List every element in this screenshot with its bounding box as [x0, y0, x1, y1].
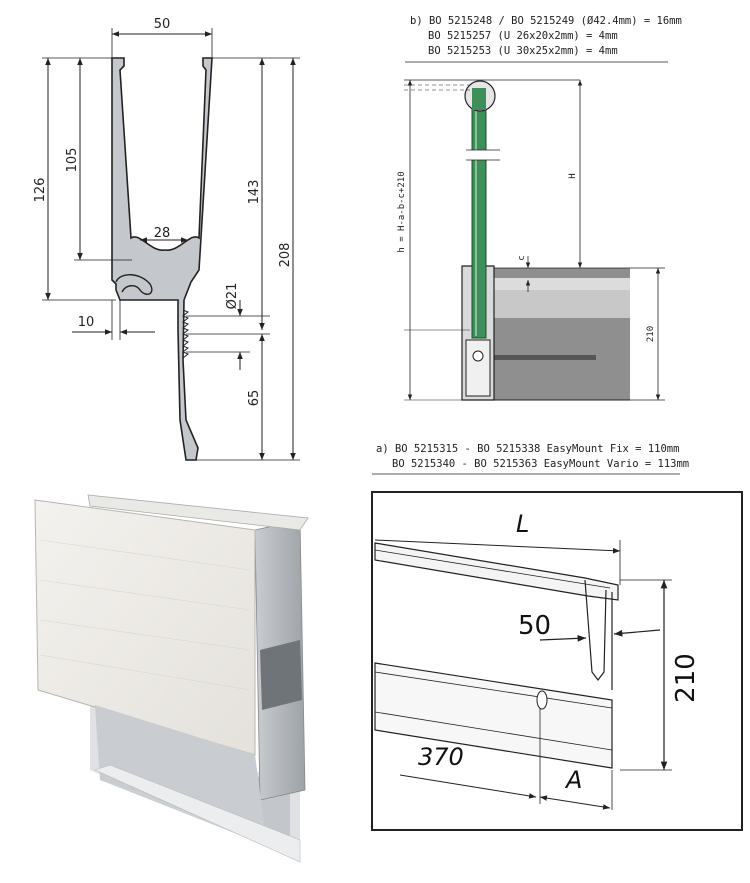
floor-finish-layer	[493, 278, 630, 290]
dim-28-label: 28	[154, 226, 171, 241]
dim-d21-label: Ø21	[225, 283, 240, 310]
50-label: 50	[518, 611, 551, 641]
product-render	[34, 494, 309, 863]
profile-outline	[111, 57, 213, 461]
370-label: 370	[418, 743, 464, 771]
note-b-line-3: BO 5215253 (U 30x25x2mm) = 4mm	[428, 45, 618, 57]
dim-105-label: 105	[65, 148, 80, 173]
note-b-line-2: BO 5215257 (U 26x20x2mm) = 4mm	[428, 30, 618, 42]
c-label: c	[517, 255, 527, 260]
glass-panel	[471, 87, 487, 339]
dim-208-label: 208	[278, 243, 293, 268]
dim-126-label: 126	[33, 178, 48, 203]
brushed-cover-panel	[34, 499, 256, 756]
formula-label: h = H-a-b-c+210	[397, 171, 407, 252]
210-label: 210	[646, 326, 656, 342]
dim-143-label: 143	[247, 180, 262, 205]
note-b-line-1: b) BO 5215248 / BO 5215249 (Ø42.4mm) = 1…	[410, 15, 682, 27]
installation-section-drawing: b) BO 5215248 / BO 5215249 (Ø42.4mm) = 1…	[372, 15, 689, 475]
L-label: L	[516, 510, 529, 538]
profile-section-drawing: 50 28 126 105 143 208 65 Ø21	[33, 17, 300, 461]
A-label: A	[564, 766, 582, 794]
dim-10-label: 10	[78, 315, 95, 330]
anchor-bolt	[478, 355, 596, 360]
dim-65-label: 65	[247, 390, 262, 407]
note-a-line-2: BO 5215340 - BO 5215363 EasyMount Vario …	[392, 458, 689, 470]
note-a-line-1: a) BO 5215315 - BO 5215338 EasyMount Fix…	[376, 443, 679, 455]
dim-50-label: 50	[154, 17, 171, 32]
210-dim-label: 210	[671, 653, 701, 703]
H-label: H	[568, 173, 578, 178]
length-drawing: L 50 210 370 A	[371, 491, 743, 831]
